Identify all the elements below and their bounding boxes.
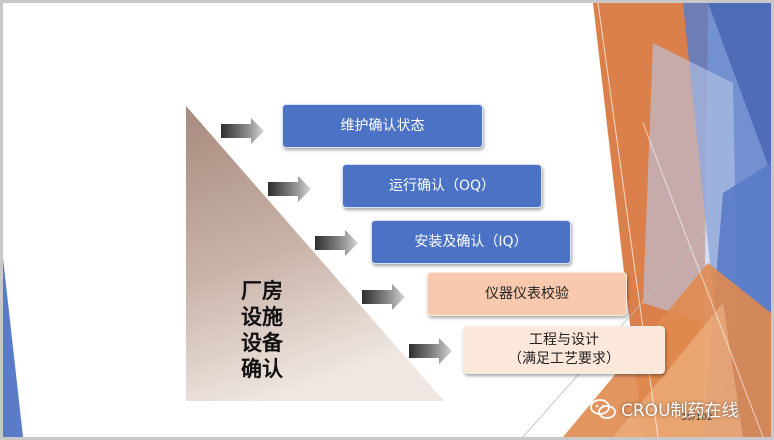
arrow-5 [409,338,452,364]
step-box-engineering: 工程与设计 （满足工艺要求） [463,326,665,374]
triangle-label: 厂房 设施 设备 确认 [241,278,283,381]
arrow-4 [362,284,405,310]
arrow-3 [315,230,358,256]
step-label: 安装及确认（IQ） [414,233,528,250]
arrow-1 [221,118,264,144]
wechat-icon [590,398,616,419]
step-label: 工程与设计 [529,332,599,349]
foundation-triangle [186,106,444,401]
light-blue-panel [643,43,738,333]
slide: 维护确认状态 运行确认（OQ） 安装及确认（IQ） 仪器仪表校验 工程与设计 （… [3,3,771,437]
step-label: 仪器仪表校验 [485,285,569,302]
slide-decoration [3,3,771,437]
step-label: 运行确认（OQ） [388,177,496,194]
watermark: CROU制药在线 [589,396,739,421]
page-number: 35/102 [681,413,713,423]
peach-panel-bottom [613,303,743,437]
step-label: 维护确认状态 [340,117,425,134]
left-blue-shape [3,258,23,437]
step-box-oq: 运行确认（OQ） [342,164,542,208]
step-box-maintenance: 维护确认状态 [282,104,483,148]
step-box-iq: 安装及确认（IQ） [371,220,571,264]
step-box-calibration: 仪器仪表校验 [427,272,627,316]
step-sublabel: （满足工艺要求） [508,351,620,367]
arrow-2 [268,176,311,202]
blue-panel-corner [708,3,771,173]
watermark-text: CROU制药在线 [621,401,739,421]
